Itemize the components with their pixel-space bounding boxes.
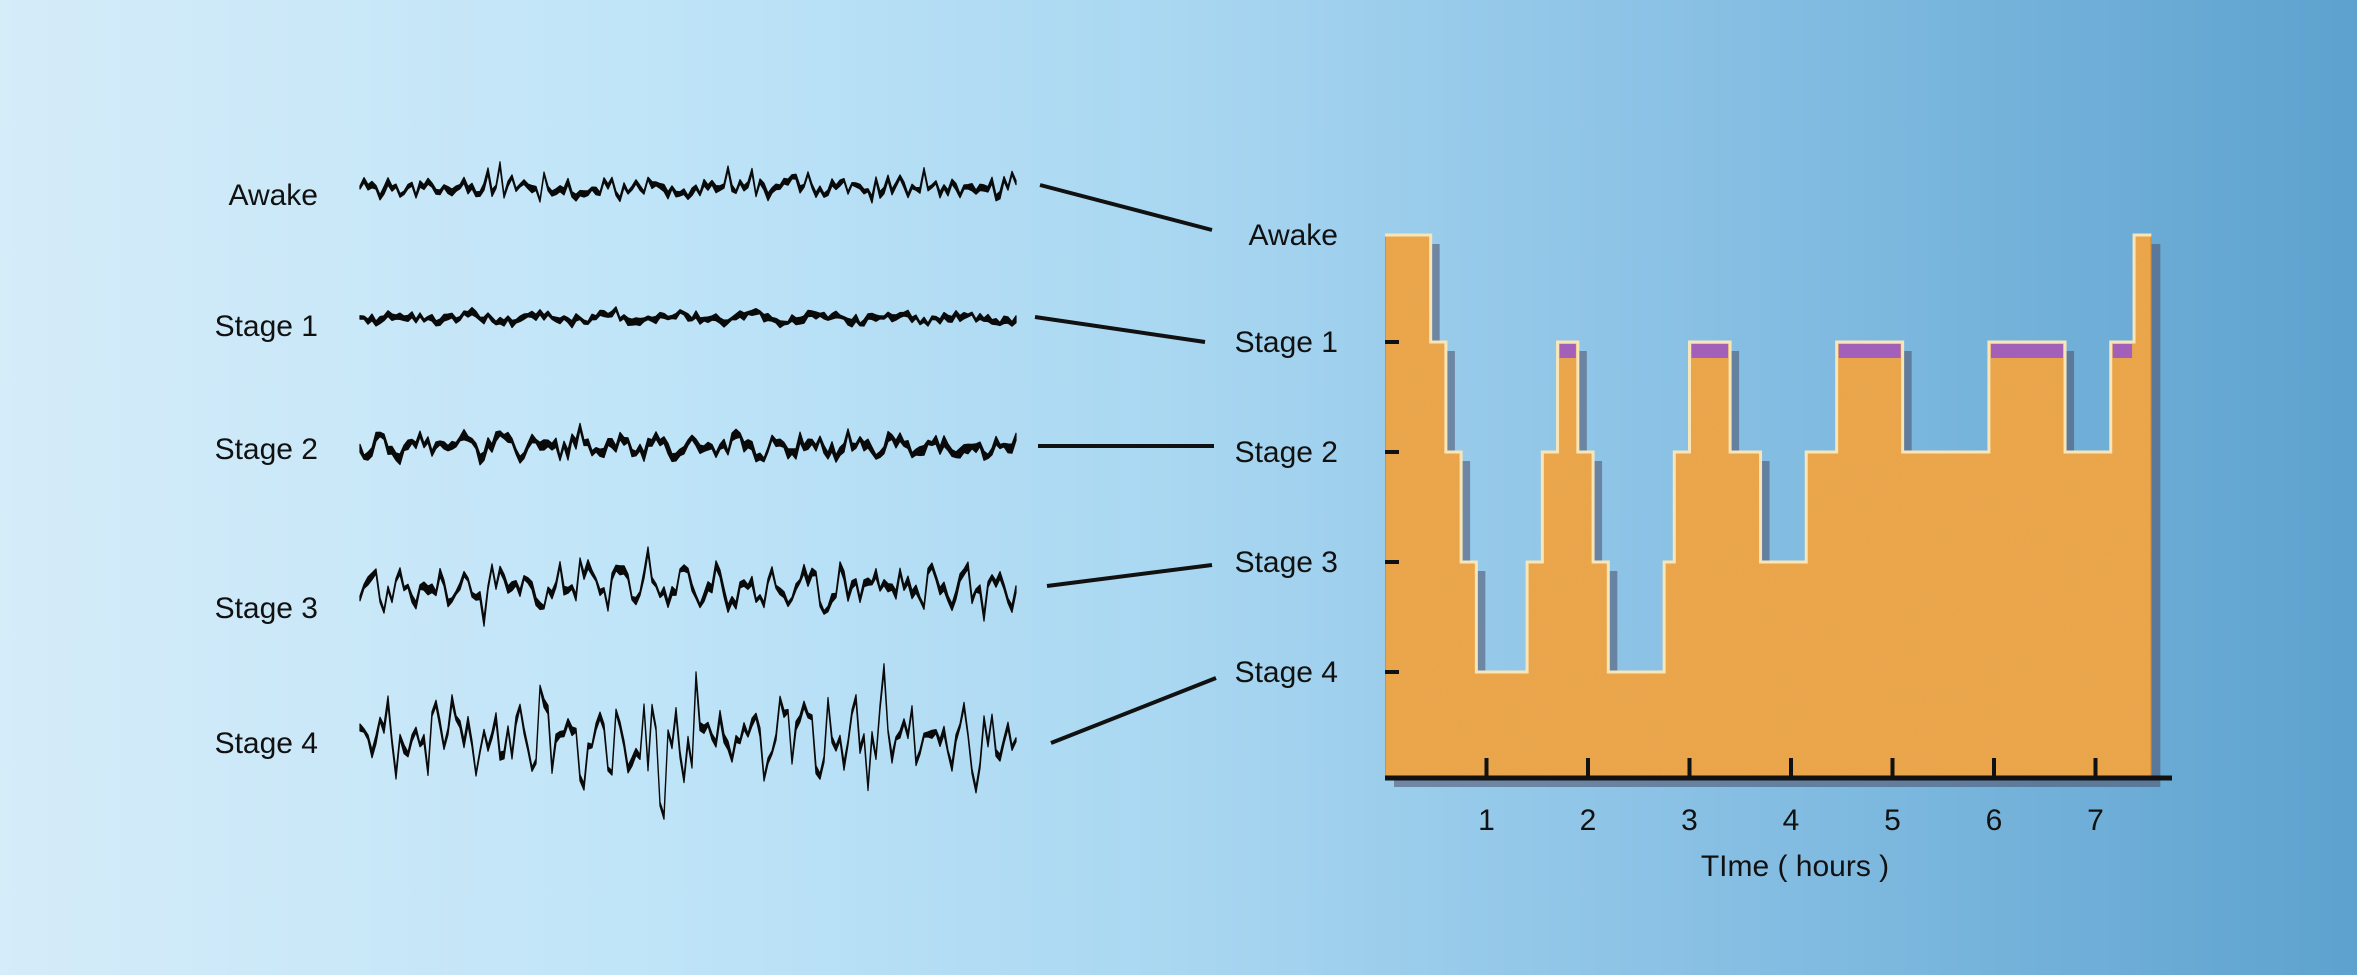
rem-period-bar xyxy=(1838,344,1901,358)
level-label: Stage 4 xyxy=(1235,656,1338,689)
eeg-wave-label: Stage 1 xyxy=(215,310,318,343)
rem-period-bar xyxy=(2112,344,2133,358)
x-tick-label: 1 xyxy=(1478,804,1495,837)
hypnogram-highlight-edge xyxy=(1385,233,2152,674)
connector-line xyxy=(1046,563,1213,588)
rem-period-bar xyxy=(1990,344,2064,358)
level-label: Stage 3 xyxy=(1235,546,1338,579)
eeg-wave-label: Stage 2 xyxy=(215,433,318,466)
connector-lines xyxy=(1034,183,1217,745)
x-tick-label: 2 xyxy=(1580,804,1597,837)
x-tick-label: 6 xyxy=(1986,804,2003,837)
connector-line xyxy=(1050,676,1217,745)
connector-line xyxy=(1034,315,1206,344)
x-tick-label: 3 xyxy=(1681,804,1698,837)
rem-period-bar xyxy=(1559,344,1576,358)
x-axis-title: TIme ( hours ) xyxy=(1701,850,1889,883)
connector-line xyxy=(1039,183,1213,232)
eeg-waveform xyxy=(359,306,1017,329)
eeg-wave-label: Stage 3 xyxy=(215,592,318,625)
x-tick-label: 7 xyxy=(2087,804,2104,837)
level-label: Stage 2 xyxy=(1235,436,1338,469)
eeg-waveform xyxy=(359,422,1017,466)
level-ticks xyxy=(1385,340,1399,674)
rem-period-bar xyxy=(1691,344,1729,358)
x-tick-label: 5 xyxy=(1884,804,1901,837)
x-axis-ticks: 1 2 3 4 5 6 7 xyxy=(1478,758,2104,837)
level-label: Awake xyxy=(1248,219,1338,252)
eeg-wave-label: Stage 4 xyxy=(215,727,318,760)
level-label: Stage 1 xyxy=(1235,326,1338,359)
eeg-waveform xyxy=(359,161,1017,204)
eeg-waveform xyxy=(359,663,1017,820)
x-tick-label: 4 xyxy=(1783,804,1800,837)
eeg-waveform xyxy=(359,546,1017,627)
rem-markers xyxy=(1559,344,2133,358)
eeg-wave-label: Awake xyxy=(228,179,318,212)
